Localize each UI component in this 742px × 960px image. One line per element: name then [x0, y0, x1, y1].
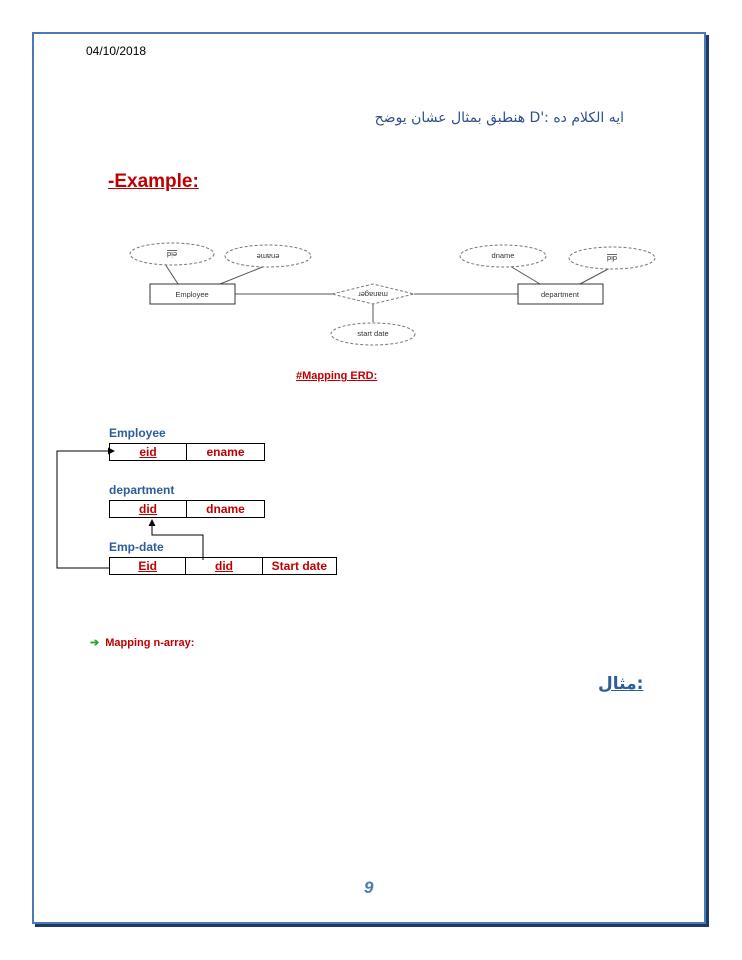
cell-start-date: Start date	[271, 559, 327, 573]
cell-emp-eid: Eid	[110, 558, 187, 574]
table-emp-date: Eid did Start date	[109, 557, 337, 575]
arrow-right-icon: ➔	[90, 637, 100, 649]
cell-emp-did: did	[186, 558, 263, 574]
table-employee: eid ename	[109, 443, 265, 461]
svg-text:start date: start date	[357, 329, 388, 338]
arabic-note: ايه الكلام ده :'D هنطبق بمثال عشان يوضح	[374, 110, 624, 126]
svg-text:Employee: Employee	[175, 290, 208, 299]
cell-ename: ename	[206, 445, 245, 459]
header-date: 04/10/2018	[86, 44, 147, 58]
attr-dname: dname	[459, 244, 547, 268]
svg-text:department: department	[541, 290, 580, 299]
svg-text:dname: dname	[492, 251, 515, 260]
svg-text:ename: ename	[257, 252, 280, 261]
entity-employee: Employee	[149, 283, 236, 305]
svg-text:eid: eid	[167, 250, 177, 259]
svg-text:manager: manager	[358, 290, 388, 299]
bullet-text: Mapping n-array:	[105, 637, 195, 649]
page-number: 9	[364, 878, 374, 897]
mapping-erd-heading: #Mapping ERD:	[296, 370, 378, 382]
page-border	[32, 32, 706, 924]
svg-text:did: did	[607, 254, 617, 263]
table-emp-date-label: Emp-date	[109, 540, 164, 554]
arabic-heading-mithal: مثال:	[598, 674, 644, 694]
attr-did: did	[568, 246, 656, 270]
cell-dname: dname	[206, 502, 245, 516]
example-heading: -Example:	[108, 171, 199, 192]
table-department-label: department	[109, 483, 175, 497]
bullet-mapping-n-array: ➔ Mapping n-array:	[90, 636, 194, 649]
er-diagram: eid ename dname did start date Employee …	[129, 242, 656, 346]
table-department: did dname	[109, 500, 265, 518]
relationship-manager: manager	[331, 283, 415, 305]
attr-eid: eid	[129, 242, 215, 266]
entity-department: department	[517, 283, 604, 305]
attr-ename: ename	[224, 244, 312, 268]
table-employee-label: Employee	[109, 426, 166, 440]
cell-did: did	[110, 501, 187, 517]
attr-start-date: start date	[330, 322, 416, 346]
cell-eid: eid	[110, 444, 187, 460]
